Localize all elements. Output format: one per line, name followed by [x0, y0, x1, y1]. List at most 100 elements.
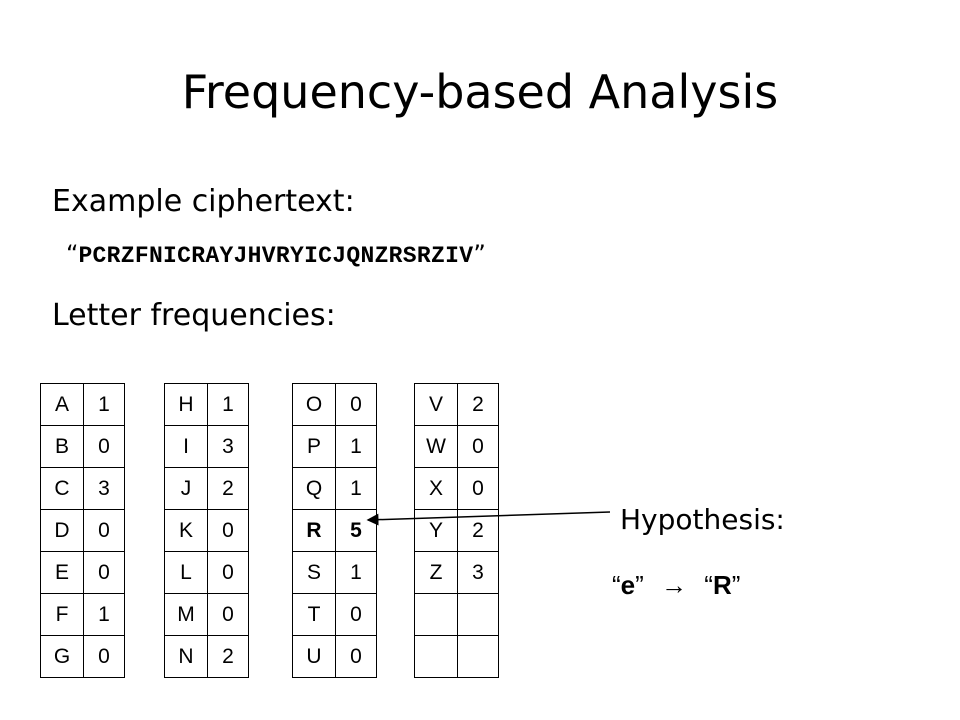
ciphertext-line: “PCRZFNICRAYJHVRYICJQNZRSRZIV” [66, 237, 486, 273]
letter-cell: B [40, 425, 84, 468]
count-cell: 3 [83, 467, 125, 510]
count-cell: 0 [207, 551, 249, 594]
count-cell: 5 [335, 509, 377, 552]
table-row [414, 593, 499, 636]
letter-frequencies-label: Letter frequencies: [52, 298, 336, 333]
example-ciphertext-label: Example ciphertext: [52, 184, 355, 219]
open-quote: “ [704, 570, 713, 600]
letter-cell: M [164, 593, 208, 636]
count-cell [457, 593, 499, 636]
letter-cell: Q [292, 467, 336, 510]
count-cell: 1 [83, 383, 125, 426]
count-cell: 0 [83, 425, 125, 468]
count-cell: 0 [457, 425, 499, 468]
letter-cell [414, 635, 458, 678]
slide-title: Frequency-based Analysis [181, 65, 779, 119]
right-arrow-icon: → [661, 570, 688, 600]
hypothesis-mapping: “e” → “R” [612, 566, 740, 604]
letter-cell: X [414, 467, 458, 510]
letter-cell: S [292, 551, 336, 594]
count-cell: 1 [335, 425, 377, 468]
close-quote: ” [635, 570, 644, 600]
letter-cell: A [40, 383, 84, 426]
letter-cell: O [292, 383, 336, 426]
letter-cell: W [414, 425, 458, 468]
letter-cell: C [40, 467, 84, 510]
count-cell: 0 [83, 551, 125, 594]
hypothesis-cipher-letter: R [712, 570, 732, 600]
count-cell: 0 [83, 509, 125, 552]
count-cell: 0 [457, 467, 499, 510]
count-cell: 1 [335, 551, 377, 594]
letter-cell: K [164, 509, 208, 552]
count-cell: 1 [207, 383, 249, 426]
close-quote: ” [731, 570, 741, 600]
letter-cell: G [40, 635, 84, 678]
letter-cell: L [164, 551, 208, 594]
count-cell: 0 [335, 383, 377, 426]
ciphertext-value: PCRZFNICRAYJHVRYICJQNZRSRZIV [78, 243, 474, 269]
letter-cell: V [414, 383, 458, 426]
hypothesis-plain-letter: e [620, 570, 636, 600]
count-cell: 0 [83, 635, 125, 678]
count-cell: 2 [207, 635, 249, 678]
count-cell: 3 [457, 551, 499, 594]
hypothesis-label: Hypothesis: [620, 503, 785, 536]
count-cell: 0 [207, 593, 249, 636]
letter-cell [414, 593, 458, 636]
letter-cell: Z [414, 551, 458, 594]
count-cell: 3 [207, 425, 249, 468]
letter-cell: H [164, 383, 208, 426]
letter-cell: I [164, 425, 208, 468]
letter-cell: F [40, 593, 84, 636]
letter-cell: D [40, 509, 84, 552]
count-cell: 2 [207, 467, 249, 510]
count-cell: 1 [335, 467, 377, 510]
close-quote: ” [473, 240, 486, 268]
count-cell: 1 [83, 593, 125, 636]
count-cell: 2 [457, 383, 499, 426]
count-cell: 0 [335, 593, 377, 636]
count-cell [457, 635, 499, 678]
open-quote: “ [612, 570, 621, 600]
letter-cell: R [292, 509, 336, 552]
table-row [414, 635, 499, 678]
open-quote: “ [66, 240, 79, 268]
letter-cell: N [164, 635, 208, 678]
count-cell: 0 [207, 509, 249, 552]
letter-cell: P [292, 425, 336, 468]
letter-cell: T [292, 593, 336, 636]
count-cell: 0 [335, 635, 377, 678]
letter-cell: J [164, 467, 208, 510]
